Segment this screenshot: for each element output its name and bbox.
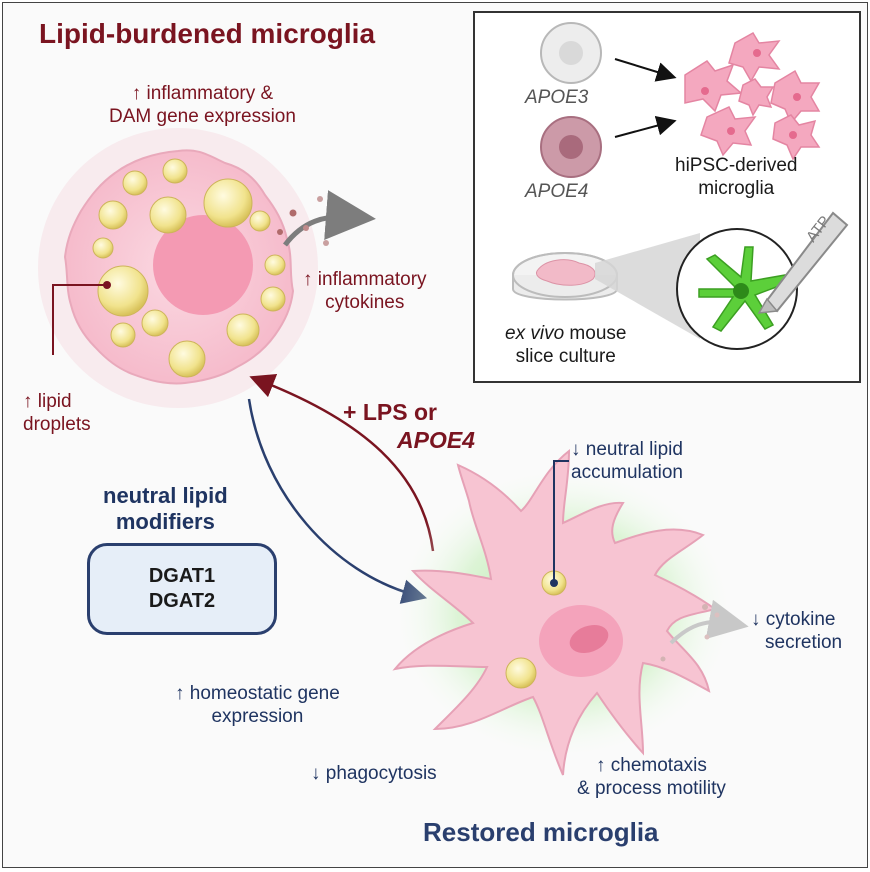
up-arrow-icon: ↑ <box>303 269 313 290</box>
neutral-lipid-pointer <box>550 460 569 587</box>
up-arrow-icon: ↑ <box>595 755 606 776</box>
petri-dish-icon <box>512 252 618 301</box>
dgat1-label: DGAT1 <box>148 565 216 587</box>
apoe4-label: APOE4 <box>525 181 589 202</box>
atp-pipette-icon <box>757 211 849 314</box>
hipsc-label: hiPSC-derived microglia <box>675 155 798 199</box>
restored-title: Restored microglia <box>423 817 659 847</box>
down-arrow-icon: ↓ <box>311 763 321 784</box>
lipid-burdened-cell <box>38 128 318 408</box>
up-arrow-icon: ↑ <box>131 83 142 104</box>
restoration-arrow <box>247 398 428 604</box>
restored-microglia-cell <box>388 448 738 776</box>
up-arrow-icon: ↑ <box>23 391 33 412</box>
inflammatory-cytokines-label: ↑ inflammatory cytokines <box>303 269 427 313</box>
cytokine-secretion-label: ↓ cytokine secretion <box>751 609 843 653</box>
treatment-label: + LPS or APOE4 <box>343 399 475 453</box>
neutral-lipid-label: ↓ neutral lipid accumulation <box>571 439 683 483</box>
chemotaxis-label: ↑ chemotaxis & process motility <box>577 755 726 799</box>
cytokine-release-bottom <box>660 599 749 662</box>
dgat2-label: DGAT2 <box>148 590 216 612</box>
hipsc-microglia-icon <box>684 31 821 161</box>
methods-inset: APOE3 APOE4 hiPSC-derived microglia ATP … <box>473 11 861 383</box>
down-arrow-icon: ↓ <box>571 439 581 460</box>
homeostatic-label: ↑ homeostatic gene expression <box>175 683 340 727</box>
down-arrow-icon: ↓ <box>751 609 761 630</box>
nucleus-icon <box>153 215 253 315</box>
inflammatory-gene-label: ↑ inflammatory & DAM gene expression <box>109 83 296 127</box>
illustration-layer <box>38 128 749 776</box>
lipid-burdened-title: Lipid-burdened microglia <box>39 18 376 49</box>
cytokine-release-top <box>277 190 376 247</box>
up-arrow-icon: ↑ <box>175 683 185 704</box>
dgat-box: DGAT1 DGAT2 <box>87 543 277 635</box>
lipid-droplet-pointer <box>52 281 111 355</box>
exvivo-label: ex vivo mouse slice culture <box>505 323 627 367</box>
lipid-droplets-label: ↑ lipid droplets <box>23 391 91 435</box>
modifiers-title: neutral lipid modifiers <box>103 483 228 535</box>
inset-illustration <box>512 22 849 350</box>
phagocytosis-label: ↓ phagocytosis <box>311 763 437 784</box>
apoe3-label: APOE3 <box>525 87 589 108</box>
microglia-zoom-icon <box>676 228 798 350</box>
